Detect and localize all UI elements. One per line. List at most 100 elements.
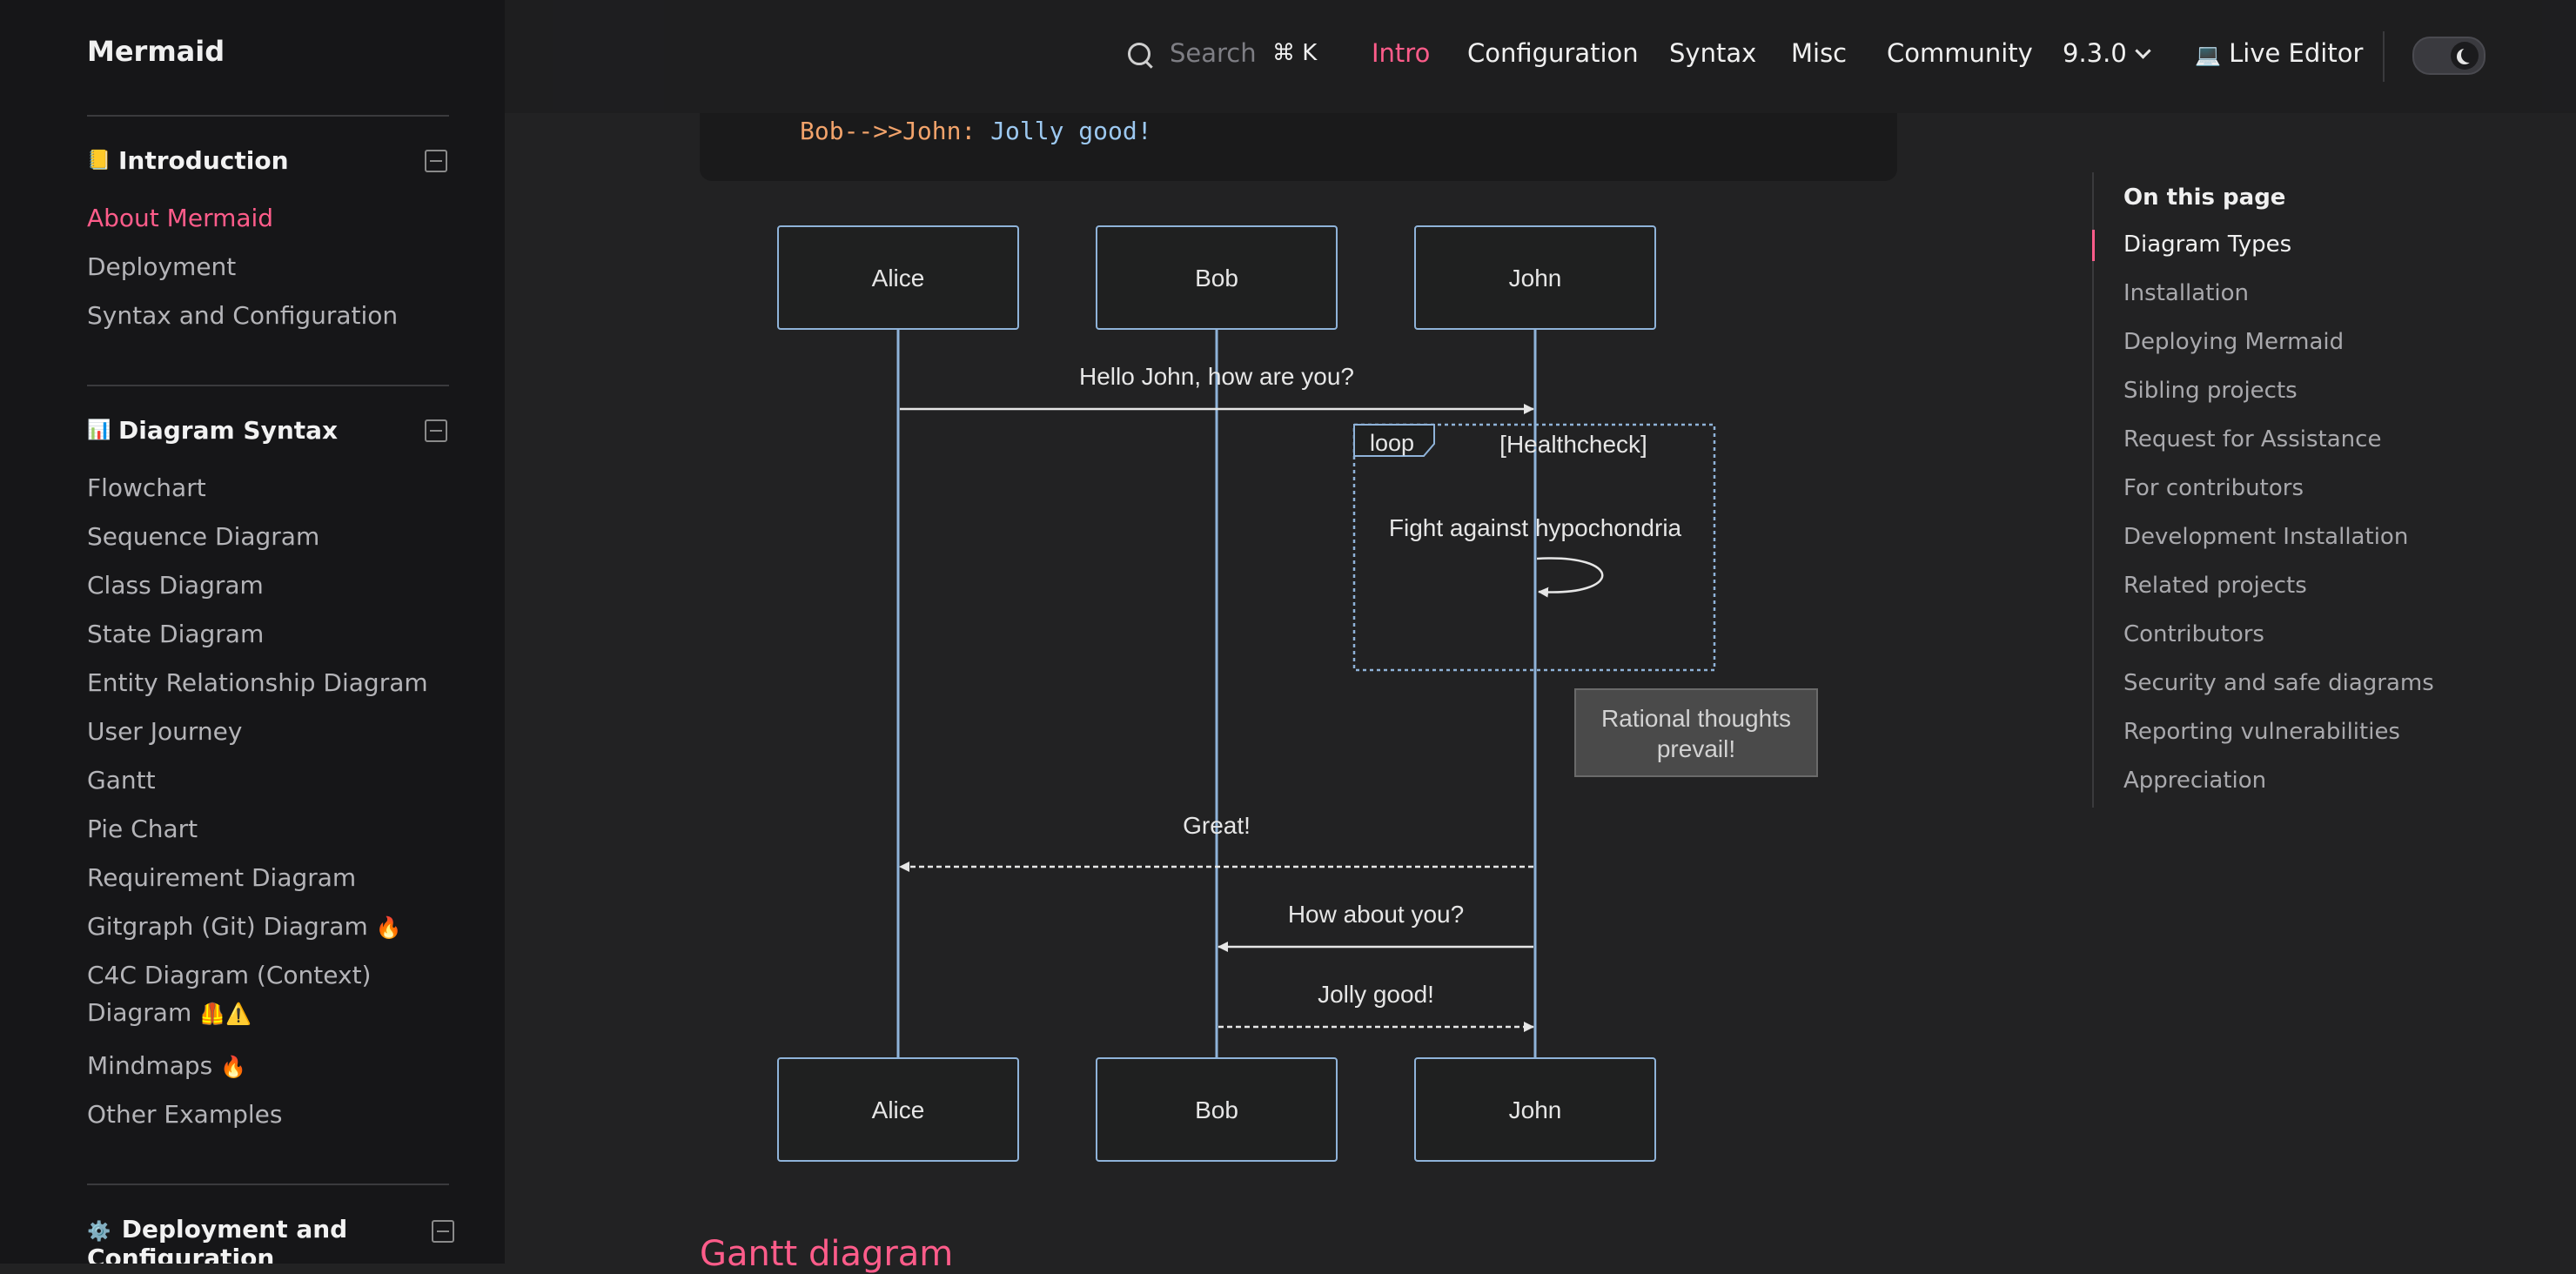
loop-condition: [Healthcheck] xyxy=(1499,431,1647,458)
actor-box-bob-bottom: Bob xyxy=(1096,1057,1338,1162)
sidebar-item-label: C4C Diagram (Context) xyxy=(87,961,372,989)
sidebar-item-entity-relationship-diagram[interactable]: Entity Relationship Diagram xyxy=(87,668,428,697)
sidebar-item-label: Mindmaps xyxy=(87,1051,213,1080)
fire-icon: 🔥 xyxy=(375,915,402,940)
gear-icon: ⚙️ xyxy=(87,1221,111,1243)
top-navigation: Search ⌘ K Intro Configuration Syntax Mi… xyxy=(505,0,2576,113)
sidebar-item-about-mermaid[interactable]: About Mermaid xyxy=(87,204,274,232)
loop-label: loop xyxy=(1370,430,1414,456)
section-heading-gantt: Gantt diagram xyxy=(700,1234,954,1274)
sidebar-item-user-journey[interactable]: User Journey xyxy=(87,717,243,746)
toc-item-sibling-projects[interactable]: Sibling projects xyxy=(2123,378,2298,404)
search-icon[interactable] xyxy=(1128,43,1150,65)
toc-item-related-projects[interactable]: Related projects xyxy=(2123,573,2307,599)
toc-item-appreciation[interactable]: Appreciation xyxy=(2123,768,2267,794)
sidebar-item-deployment[interactable]: Deployment xyxy=(87,252,237,281)
actor-box-john-bottom: John xyxy=(1414,1057,1656,1162)
sidebar-divider xyxy=(87,385,449,386)
toc-item-installation[interactable]: Installation xyxy=(2123,280,2250,306)
live-editor-label: Live Editor xyxy=(2229,38,2364,68)
sidebar-item-other-examples[interactable]: Other Examples xyxy=(87,1100,283,1129)
actor-box-john-top: John xyxy=(1414,225,1656,330)
sidebar-group-title: Introduction xyxy=(118,146,289,175)
toggle-knob xyxy=(2451,42,2479,70)
sidebar: Mermaid 📒 Introduction About Mermaid Dep… xyxy=(0,0,505,1264)
toc-item-request-for-assistance[interactable]: Request for Assistance xyxy=(2123,426,2382,453)
fire-icon: 🔥 xyxy=(220,1055,247,1079)
construction-warning-icon: 🦺⚠️ xyxy=(199,1002,252,1026)
brand-logo[interactable]: Mermaid xyxy=(87,35,225,68)
toc-item-for-contributors[interactable]: For contributors xyxy=(2123,475,2304,501)
sidebar-item-gantt[interactable]: Gantt xyxy=(87,766,156,795)
note-text: Rational thoughts xyxy=(1601,705,1791,732)
sidebar-group-deployment-configuration[interactable]: ⚙️ Deployment and Configuration xyxy=(87,1215,347,1264)
live-editor-link[interactable]: 💻 Live Editor xyxy=(2195,38,2363,68)
message-label: Great! xyxy=(1183,812,1251,839)
actor-box-alice-bottom: Alice xyxy=(777,1057,1019,1162)
actor-label: John xyxy=(1509,265,1562,292)
actor-label: Alice xyxy=(872,1096,925,1123)
toc-item-reporting-vulnerabilities[interactable]: Reporting vulnerabilities xyxy=(2123,719,2400,745)
sidebar-item-flowchart[interactable]: Flowchart xyxy=(87,473,206,502)
search-shortcut: ⌘ K xyxy=(1272,40,1318,66)
toc-item-contributors[interactable]: Contributors xyxy=(2123,621,2264,647)
sidebar-item-requirement-diagram[interactable]: Requirement Diagram xyxy=(87,863,357,892)
actor-label: Bob xyxy=(1195,265,1238,292)
sidebar-item-pie-chart[interactable]: Pie Chart xyxy=(87,815,198,843)
toc-item-security[interactable]: Security and safe diagrams xyxy=(2123,670,2434,696)
toc-active-marker xyxy=(2092,230,2095,261)
sidebar-item-syntax-and-configuration[interactable]: Syntax and Configuration xyxy=(87,301,399,330)
self-message-arrow xyxy=(1536,557,1604,598)
sidebar-item-gitgraph-diagram[interactable]: Gitgraph (Git) Diagram 🔥 xyxy=(87,912,402,941)
toc-item-development-installation[interactable]: Development Installation xyxy=(2123,524,2409,550)
nav-link-misc[interactable]: Misc xyxy=(1791,38,1848,68)
version-label: 9.3.0 xyxy=(2063,38,2127,68)
sidebar-divider xyxy=(87,115,449,117)
theme-toggle[interactable] xyxy=(2412,37,2485,75)
version-dropdown[interactable]: 9.3.0 xyxy=(2063,38,2151,68)
sidebar-group-title: Deployment and xyxy=(121,1215,348,1244)
actor-label: Bob xyxy=(1195,1096,1238,1123)
sidebar-group-diagram-syntax[interactable]: 📊 Diagram Syntax xyxy=(87,416,338,445)
nav-link-configuration[interactable]: Configuration xyxy=(1467,38,1639,68)
sidebar-item-state-diagram[interactable]: State Diagram xyxy=(87,620,265,648)
sidebar-group-title: Diagram Syntax xyxy=(118,416,339,445)
nav-link-syntax[interactable]: Syntax xyxy=(1669,38,1757,68)
loop-block: loop [Healthcheck] xyxy=(1352,423,1716,672)
sidebar-item-c4c-diagram[interactable]: C4C Diagram (Context) Diagram 🦺⚠️ xyxy=(87,961,371,1027)
sidebar-divider xyxy=(87,1183,449,1185)
actor-label: Alice xyxy=(872,265,925,292)
collapse-icon[interactable] xyxy=(425,419,447,442)
laptop-icon: 💻 xyxy=(2195,43,2221,67)
message-label: Fight against hypochondria xyxy=(1389,514,1682,541)
collapse-icon[interactable] xyxy=(425,150,447,172)
code-line: Bob-->>John: Jolly good! xyxy=(800,117,1152,145)
sidebar-item-class-diagram[interactable]: Class Diagram xyxy=(87,571,264,600)
sidebar-item-sequence-diagram[interactable]: Sequence Diagram xyxy=(87,522,320,551)
message-label: Jolly good! xyxy=(1318,981,1434,1008)
nav-link-community[interactable]: Community xyxy=(1887,38,2033,68)
sidebar-group-title: Configuration xyxy=(87,1244,275,1264)
collapse-icon[interactable] xyxy=(432,1220,454,1243)
actor-box-bob-top: Bob xyxy=(1096,225,1338,330)
search-input[interactable]: Search xyxy=(1170,38,1257,68)
sidebar-item-label: Gitgraph (Git) Diagram xyxy=(87,912,368,941)
note-text: prevail! xyxy=(1657,735,1735,762)
code-block: Bob-->>John: Jolly good! xyxy=(700,104,1897,181)
sidebar-group-introduction[interactable]: 📒 Introduction xyxy=(87,146,289,175)
message-label: How about you? xyxy=(1288,901,1464,928)
table-of-contents: On this page Diagram Types Installation … xyxy=(2092,172,2529,808)
toc-item-deploying-mermaid[interactable]: Deploying Mermaid xyxy=(2123,329,2345,355)
notebook-icon: 📒 xyxy=(87,150,111,171)
nav-link-intro[interactable]: Intro xyxy=(1372,38,1431,68)
message-label: Hello John, how are you? xyxy=(1079,363,1354,390)
chevron-down-icon xyxy=(2135,43,2151,59)
sidebar-item-mindmaps[interactable]: Mindmaps 🔥 xyxy=(87,1051,246,1080)
moon-icon xyxy=(2461,47,2477,63)
actor-box-alice-top: Alice xyxy=(777,225,1019,330)
toc-item-diagram-types[interactable]: Diagram Types xyxy=(2123,231,2292,258)
sidebar-item-label: Diagram xyxy=(87,998,192,1027)
code-actor: Bob-->>John: xyxy=(800,117,976,145)
note-box: Rational thoughts prevail! xyxy=(1574,688,1818,777)
